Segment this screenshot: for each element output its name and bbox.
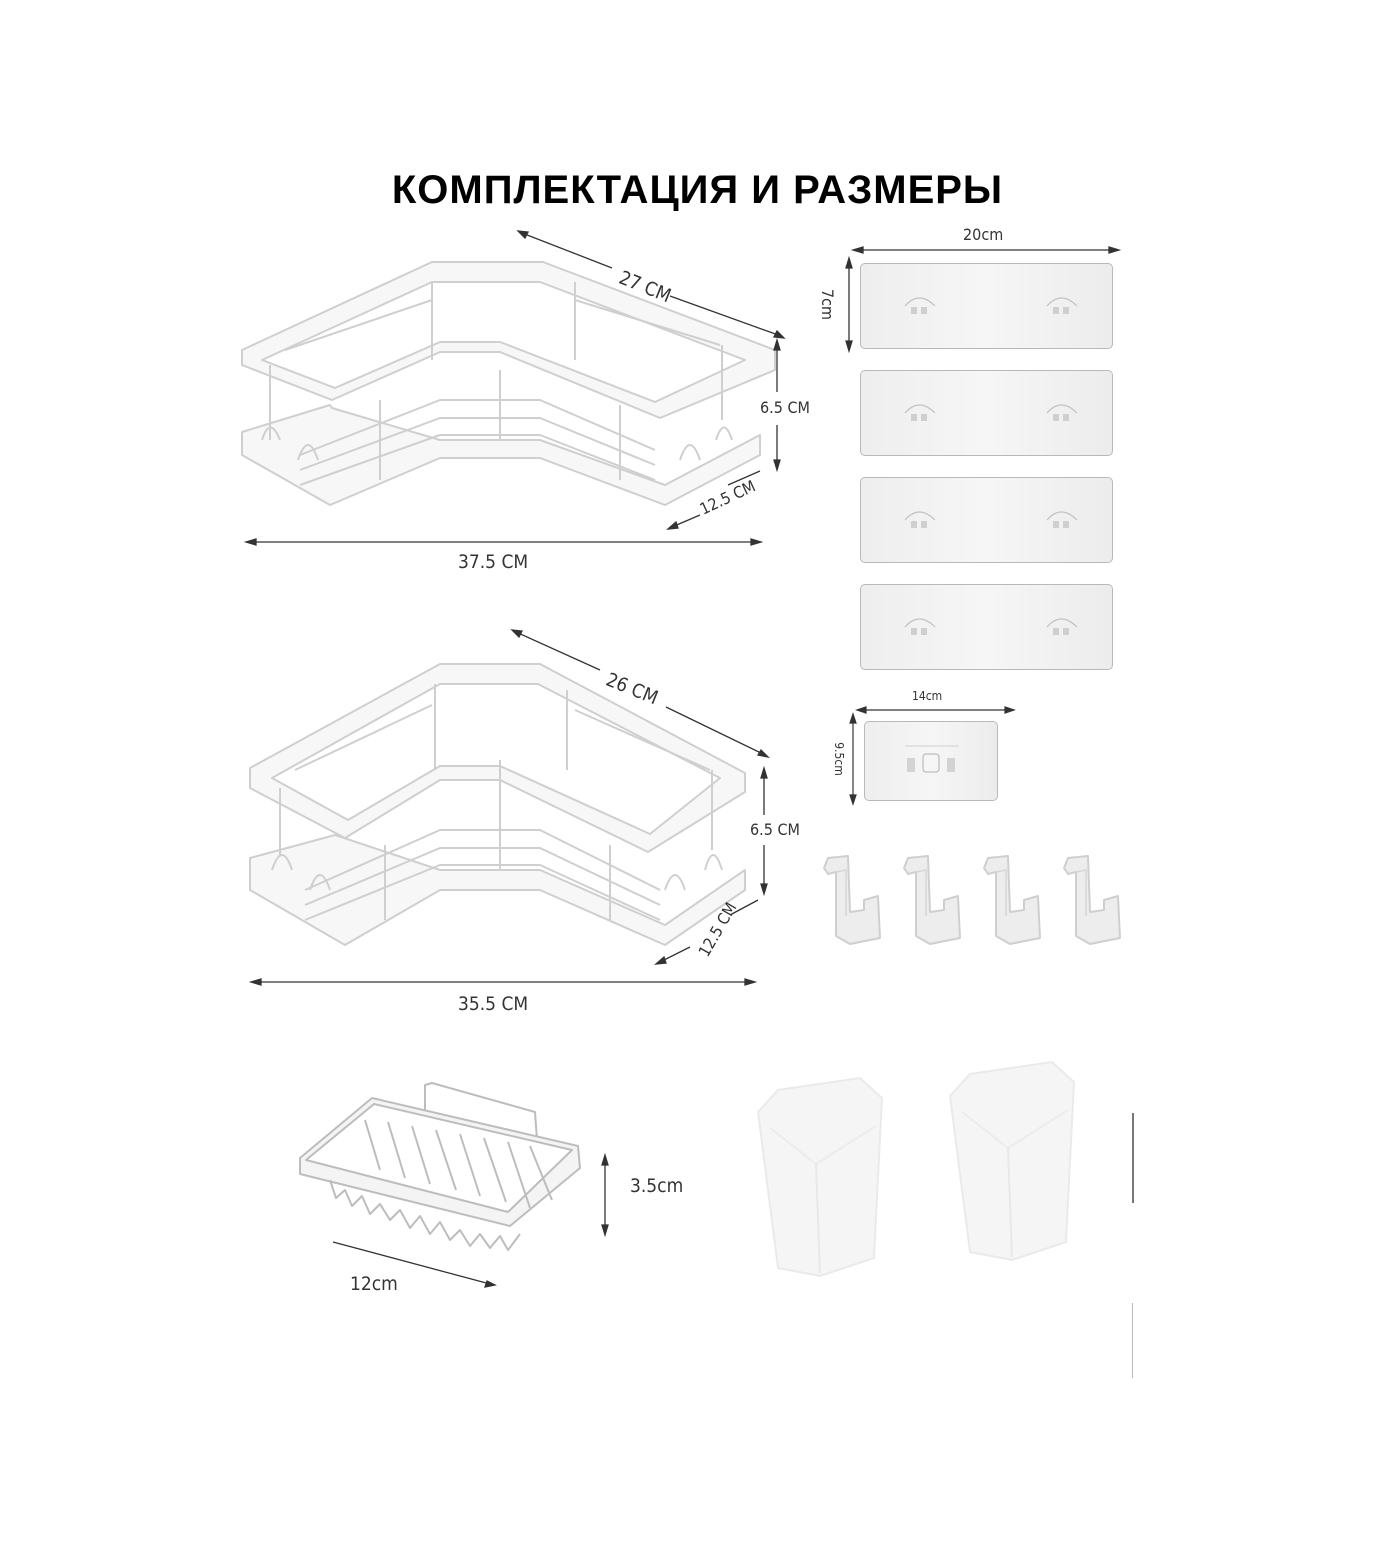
hook-icon (1063, 855, 1121, 945)
adhesive-plate (860, 370, 1113, 456)
soap-dish-width-label: 12cm (350, 1273, 398, 1295)
hook-icon (903, 855, 961, 945)
plate-width-label: 20cm (963, 225, 1004, 244)
adhesive-plate (860, 263, 1113, 349)
page-title: КОМПЛЕКТАЦИЯ И РАЗМЕРЫ (391, 168, 1004, 212)
adhesive-plate (860, 584, 1113, 670)
height-label: 6.5 CM (750, 820, 800, 839)
edge-line (1132, 1303, 1133, 1378)
height-label: 6.5 CM (760, 398, 810, 417)
hook-icon (983, 855, 1041, 945)
cup-icon (756, 1076, 884, 1278)
edge-line (1132, 1113, 1134, 1203)
hook-icon (823, 855, 881, 945)
soap-dish-height-label: 3.5cm (630, 1175, 684, 1197)
adhesive-plate (860, 477, 1113, 563)
plate-width-label: 14cm (912, 689, 943, 703)
width-label: 35.5 CM (458, 993, 529, 1015)
width-label: 37.5 CM (458, 551, 529, 573)
cup-icon (948, 1060, 1076, 1262)
adhesive-plate (864, 721, 998, 801)
